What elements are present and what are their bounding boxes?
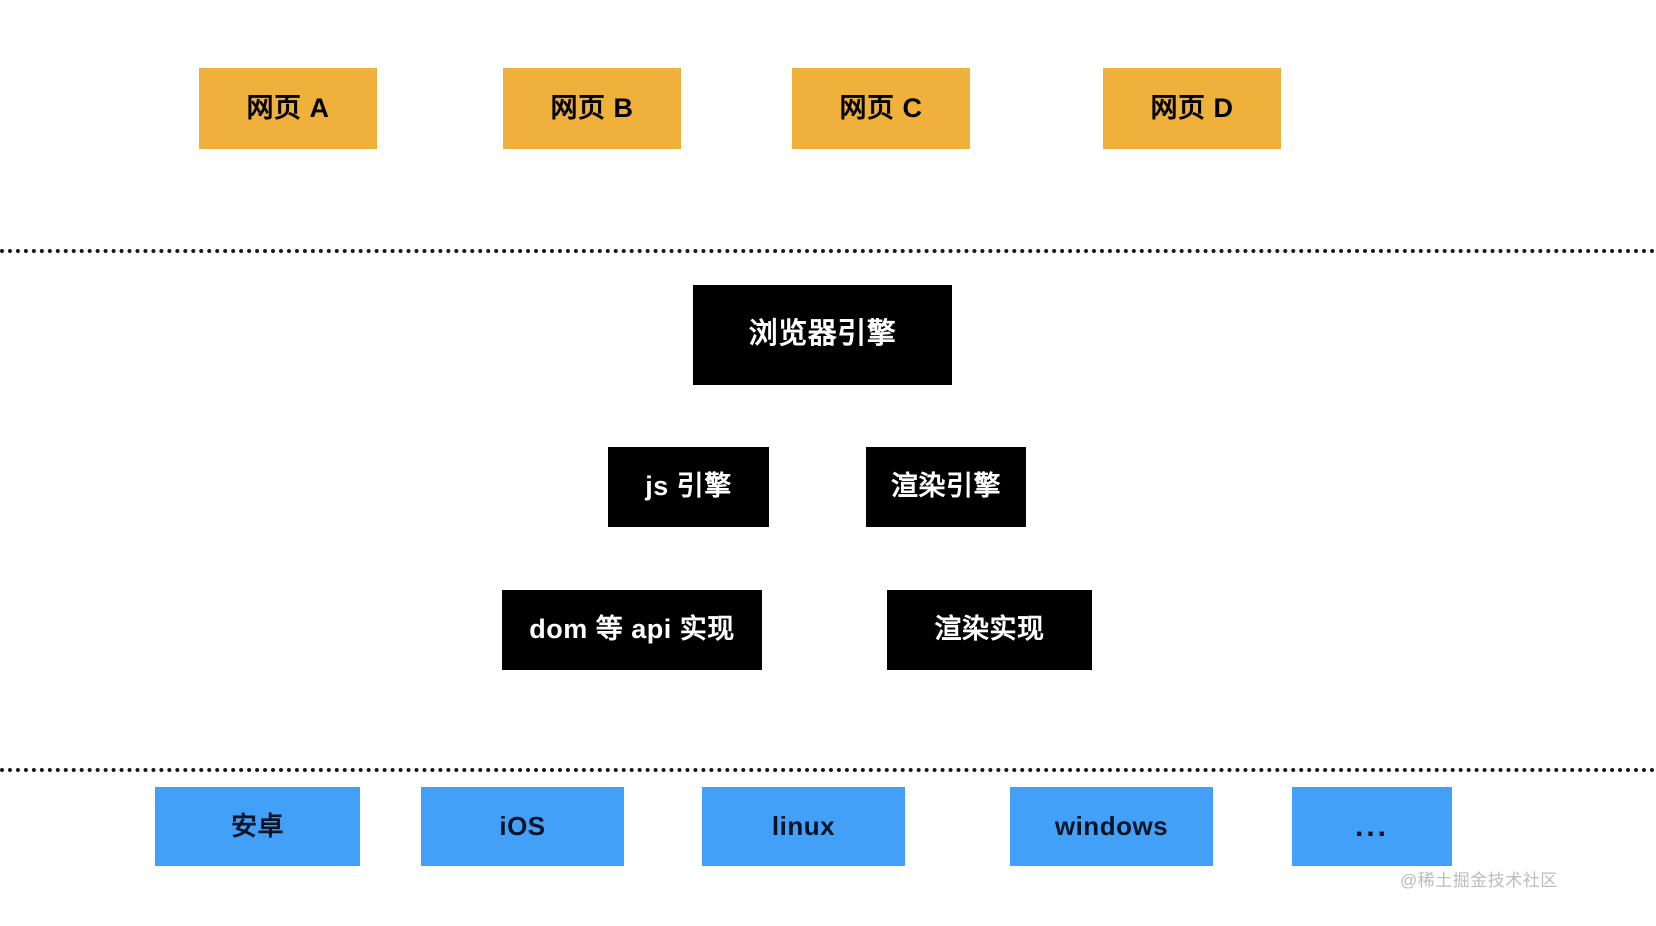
node-label: 安卓 [230, 811, 284, 842]
node-label: 网页 C [839, 92, 923, 123]
node-label: 网页 B [550, 92, 634, 123]
node-os-ios: iOS [421, 787, 624, 866]
node-label: iOS [499, 811, 546, 842]
node-web-page-a: 网页 A [199, 68, 377, 149]
node-label: 网页 A [246, 92, 330, 123]
node-label: 网页 D [1150, 92, 1234, 123]
node-label: dom 等 api 实现 [529, 614, 735, 645]
separator-top-dotted-line [0, 249, 1656, 253]
node-os-linux: linux [702, 787, 905, 866]
node-label: ... [1354, 810, 1389, 843]
node-label: js 引擎 [645, 471, 732, 502]
node-label: windows [1054, 811, 1169, 842]
node-os-more: ... [1292, 787, 1452, 866]
watermark: @稀土掘金技术社区 [1400, 871, 1558, 890]
node-label: linux [771, 811, 836, 842]
node-browser-engine: 浏览器引擎 [693, 285, 952, 385]
node-label: 浏览器引擎 [748, 318, 897, 351]
node-dom-api-implementation: dom 等 api 实现 [502, 590, 762, 670]
node-rendering-implementation: 渲染实现 [887, 590, 1092, 670]
node-web-page-c: 网页 C [792, 68, 970, 149]
separator-bottom-dotted-line [0, 768, 1656, 772]
node-web-page-d: 网页 D [1103, 68, 1281, 149]
node-js-engine: js 引擎 [608, 447, 769, 527]
node-web-page-b: 网页 B [503, 68, 681, 149]
node-os-android: 安卓 [155, 787, 360, 866]
node-rendering-engine: 渲染引擎 [866, 447, 1026, 527]
node-os-windows: windows [1010, 787, 1213, 866]
node-label: 渲染实现 [934, 614, 1045, 645]
node-label: 渲染引擎 [891, 471, 1001, 502]
